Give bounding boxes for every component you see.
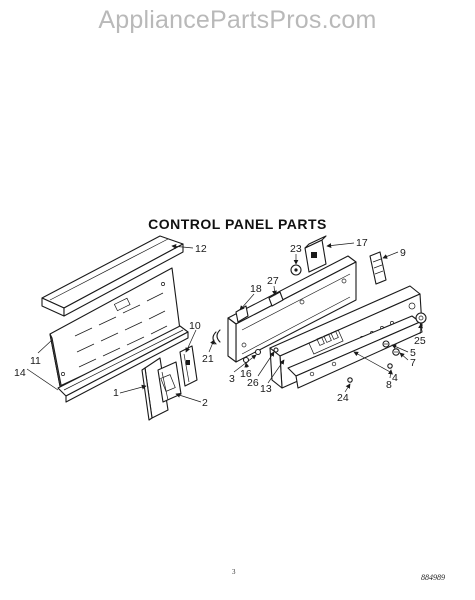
callout-21: 21 (202, 353, 214, 365)
watermark: AppliancePartsPros.com (98, 6, 377, 34)
button-9 (369, 251, 387, 285)
callout-4: 4 (392, 372, 398, 384)
bottom-trim-strip (57, 325, 189, 403)
control-housing (227, 255, 357, 363)
callout-17: 17 (356, 237, 368, 249)
diagram-title: CONTROL PANEL PARTS (148, 216, 327, 232)
callout-23: 23 (290, 243, 302, 255)
page-number: 3 (232, 568, 236, 576)
callout-10: 10 (189, 320, 201, 332)
callout-9: 9 (400, 247, 406, 259)
callout-14: 14 (14, 367, 26, 379)
transformer-17 (304, 235, 327, 273)
document-number: 884989 (421, 573, 445, 582)
callout-3: 3 (229, 373, 235, 385)
screw-5 (382, 340, 390, 348)
top-trim-strip (41, 235, 184, 317)
callout-8: 8 (386, 379, 392, 391)
callout-24: 24 (337, 392, 349, 404)
callout-5: 5 (410, 347, 416, 359)
leader-lines (26, 242, 424, 403)
callout-12: 12 (195, 243, 207, 255)
callout-13: 13 (260, 383, 272, 395)
callout-18: 18 (250, 283, 262, 295)
callout-16: 16 (240, 368, 252, 380)
clip-23 (290, 264, 302, 276)
callout-labels: 12 9 17 23 27 18 10 21 16 3 26 13 1 2 11… (14, 237, 426, 409)
clip-21 (212, 329, 221, 345)
digit-display (316, 330, 339, 346)
rocker-switch (157, 361, 182, 403)
callout-7: 7 (410, 357, 416, 369)
callout-27: 27 (267, 275, 279, 287)
callout-26: 26 (247, 377, 259, 389)
callout-1: 1 (113, 387, 119, 399)
switch-part-10 (179, 345, 198, 387)
callout-11: 11 (30, 355, 41, 367)
callout-2: 2 (202, 397, 208, 409)
callout-25: 25 (414, 335, 426, 347)
knob-25 (415, 312, 427, 324)
screw-7 (392, 348, 400, 356)
